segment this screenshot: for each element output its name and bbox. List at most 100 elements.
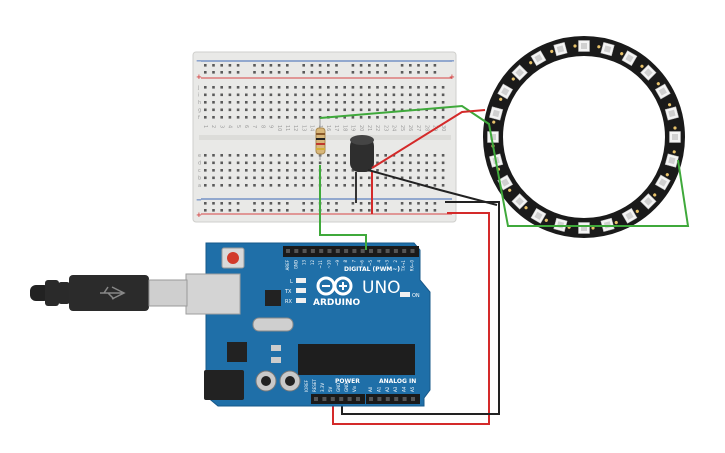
column-number: 14 <box>309 125 315 131</box>
power-label: POWER <box>335 378 360 385</box>
arduino-uno-board[interactable]: L TX RX ON ARDUINO UNO DIGITAL (PWM~) PO… <box>185 242 431 407</box>
neopixel-led <box>640 193 657 210</box>
row-letter: e <box>198 153 201 159</box>
power-pin-label: 3.3V <box>320 383 325 392</box>
row-letter: a <box>198 183 201 189</box>
rail-minus-label-bottom: − <box>196 196 202 204</box>
digital-pin-label: ~11 <box>318 260 323 269</box>
ring-pixels <box>487 40 681 234</box>
arduino-infinity-logo-icon <box>316 276 353 296</box>
led-l-label: L <box>290 279 293 285</box>
column-number: 28 <box>423 125 429 131</box>
neopixel-led <box>620 50 638 67</box>
neopixel-led <box>664 150 679 168</box>
power-jack <box>204 370 244 400</box>
row-letter: f <box>198 115 200 121</box>
breadboard-holes <box>204 64 445 212</box>
power-pin-label: IOREF <box>304 379 309 392</box>
wire-black-gnd[interactable] <box>341 201 500 415</box>
neopixel-led <box>497 83 514 101</box>
column-number: 11 <box>284 125 290 131</box>
neopixel-led <box>654 173 671 191</box>
led-rx-label: RX <box>285 299 292 305</box>
digital-pin-label: 7 <box>351 260 356 263</box>
column-number: 12 <box>292 125 298 131</box>
wire-red-5v[interactable] <box>332 212 490 425</box>
atmega-chip <box>298 344 415 375</box>
arduino-brand-label: ARDUINO <box>313 298 361 308</box>
row-letter: b <box>198 176 201 182</box>
row-letter: h <box>198 100 201 106</box>
wire-red-ring[interactable] <box>371 109 486 169</box>
column-number: 10 <box>276 125 282 131</box>
resistor-icon[interactable] <box>315 118 326 160</box>
power-pin-label: GND <box>336 383 341 392</box>
column-number: 8 <box>259 125 265 128</box>
column-number: 25 <box>399 125 405 131</box>
digital-pin-label: 12 <box>310 260 315 266</box>
on-label: ON <box>412 293 420 299</box>
row-letter: d <box>198 161 201 167</box>
digital-pwm-label: DIGITAL (PWM~) <box>344 266 400 273</box>
power-pin-label: RESET <box>312 379 317 392</box>
column-number: 9 <box>268 125 274 128</box>
arduino-model-label: UNO <box>362 278 401 298</box>
digital-pin-label: GND <box>293 260 298 269</box>
row-letter: g <box>198 108 201 114</box>
neopixel-led <box>669 126 681 143</box>
rail-minus-label: − <box>196 57 202 65</box>
power-pin-label: 5V <box>328 386 333 392</box>
crystal <box>252 317 294 332</box>
column-number: 26 <box>407 125 413 131</box>
neopixel-led <box>621 207 639 224</box>
column-number: 23 <box>382 125 388 131</box>
analog-pin-label: A4 <box>402 386 407 392</box>
digital-pin-label: ~6 <box>360 260 365 266</box>
column-number: 7 <box>251 125 257 128</box>
column-number: 20 <box>358 125 364 131</box>
digital-pin-label: 2 <box>393 260 398 263</box>
analog-pin-label: A1 <box>376 386 381 392</box>
rail-minus-label-right: − <box>449 57 455 65</box>
column-number: 3 <box>218 125 224 128</box>
neopixel-led <box>530 207 548 224</box>
wire-green-pin6[interactable] <box>319 165 367 250</box>
neopixel-led <box>597 42 615 57</box>
wire-black-ring[interactable] <box>367 169 498 206</box>
column-number: 30 <box>440 125 446 131</box>
digital-pin-label: TX→1 <box>401 260 406 273</box>
breadboard-row-labels: jihgfedcba123456789101112131415161718192… <box>197 85 446 189</box>
column-number: 2 <box>210 125 216 128</box>
wire-green-data[interactable] <box>319 104 690 227</box>
column-number: 16 <box>325 125 331 131</box>
neopixel-led <box>511 193 528 210</box>
column-number: 17 <box>333 125 339 131</box>
row-letter: i <box>198 93 199 99</box>
power-pin-label: Vin <box>352 385 357 392</box>
column-number: 21 <box>366 125 372 131</box>
neopixel-led <box>511 64 528 81</box>
led-tx-label: TX <box>284 289 292 295</box>
rail-plus-label: + <box>196 73 202 81</box>
digital-pin-label: ~10 <box>327 260 332 269</box>
column-number: 13 <box>300 125 306 131</box>
column-number: 22 <box>374 125 380 131</box>
digital-header <box>283 246 419 257</box>
neopixel-led <box>654 82 671 100</box>
usb-jack <box>185 273 241 315</box>
neopixel-ring-icon[interactable] <box>483 36 685 238</box>
neopixel-led <box>664 103 679 121</box>
analog-pin-label: A3 <box>393 386 398 392</box>
row-letter: c <box>198 168 201 174</box>
capacitor-icon[interactable] <box>350 135 374 214</box>
column-number: 19 <box>350 125 356 131</box>
neopixel-led <box>578 222 595 234</box>
rail-plus-label-right: + <box>449 73 455 81</box>
rail-plus-label-bottom: + <box>196 211 202 219</box>
column-number: 27 <box>415 125 421 131</box>
column-number: 1 <box>202 125 208 128</box>
power-pin-label: GND <box>344 383 349 392</box>
reset-button[interactable] <box>227 252 239 264</box>
